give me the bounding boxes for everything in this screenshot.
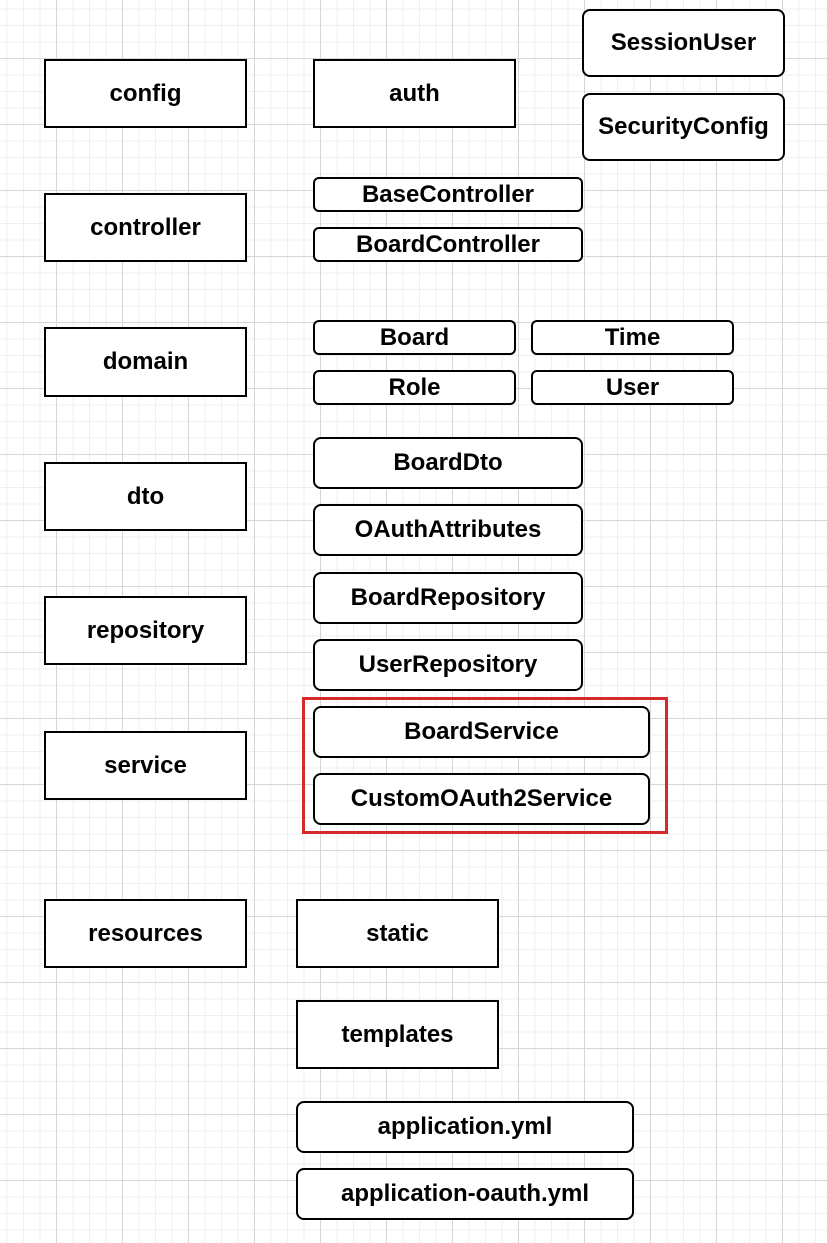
class-user-repository: UserRepository (313, 639, 583, 691)
package-config: config (44, 59, 247, 128)
package-repository: repository (44, 596, 247, 665)
file-application-oauth-yml: application-oauth.yml (296, 1168, 634, 1220)
file-application-yml: application.yml (296, 1101, 634, 1153)
class-security-config: SecurityConfig (582, 93, 785, 161)
class-board-service: BoardService (313, 706, 650, 758)
package-dto: dto (44, 462, 247, 531)
class-base-controller: BaseController (313, 177, 583, 212)
class-board: Board (313, 320, 516, 355)
class-role: Role (313, 370, 516, 405)
folder-auth: auth (313, 59, 516, 128)
class-board-repository: BoardRepository (313, 572, 583, 624)
class-time: Time (531, 320, 734, 355)
package-resources: resources (44, 899, 247, 968)
class-session-user: SessionUser (582, 9, 785, 77)
class-custom-oauth2-service: CustomOAuth2Service (313, 773, 650, 825)
class-board-dto: BoardDto (313, 437, 583, 489)
package-controller: controller (44, 193, 247, 262)
folder-static: static (296, 899, 499, 968)
package-service: service (44, 731, 247, 800)
class-user: User (531, 370, 734, 405)
service-highlight-frame (302, 697, 668, 834)
class-oauth-attributes: OAuthAttributes (313, 504, 583, 556)
folder-templates: templates (296, 1000, 499, 1069)
class-board-controller: BoardController (313, 227, 583, 262)
package-domain: domain (44, 327, 247, 397)
